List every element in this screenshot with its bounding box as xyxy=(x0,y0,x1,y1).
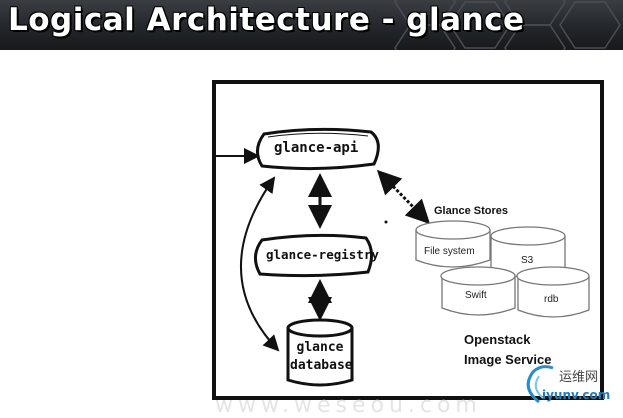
watermark: www.weseou.com xyxy=(215,393,482,418)
logo-chinese-text: 运维网 xyxy=(559,370,599,385)
database-label-line2: database xyxy=(290,358,353,373)
diagram-drawing xyxy=(216,127,590,387)
slide-title: Logical Architecture - glance xyxy=(8,2,525,38)
store-label-rdb: rdb xyxy=(544,294,559,305)
architecture-diagram: glance-api glance-registry glance databa… xyxy=(212,80,604,400)
glance-registry-node xyxy=(254,233,373,278)
glance-registry-label: glance-registry xyxy=(266,247,379,262)
service-label-line1: Openstack xyxy=(464,332,531,347)
store-label-file-system: File system xyxy=(424,246,475,257)
file-system-store xyxy=(415,220,491,268)
arrows xyxy=(216,148,431,352)
glance-api-label: glance-api xyxy=(274,140,359,156)
logo-url-text: iyunv.com xyxy=(542,388,611,402)
service-label-line2: Image Service xyxy=(464,352,552,367)
logo-swirl-icon xyxy=(526,365,554,404)
glance-stores-title: Glance Stores xyxy=(434,205,508,217)
database-label-line1: glance xyxy=(296,340,344,355)
title-banner: Logical Architecture - glance xyxy=(0,0,623,50)
site-logo: 运维网 iyunv.com xyxy=(519,362,619,408)
store-label-swift: Swift xyxy=(465,290,487,301)
rdb-store xyxy=(516,266,590,318)
glance-stores xyxy=(415,220,590,318)
swift-store xyxy=(440,266,516,316)
store-label-s3: S3 xyxy=(521,255,534,266)
hexagon-pattern xyxy=(394,0,621,50)
